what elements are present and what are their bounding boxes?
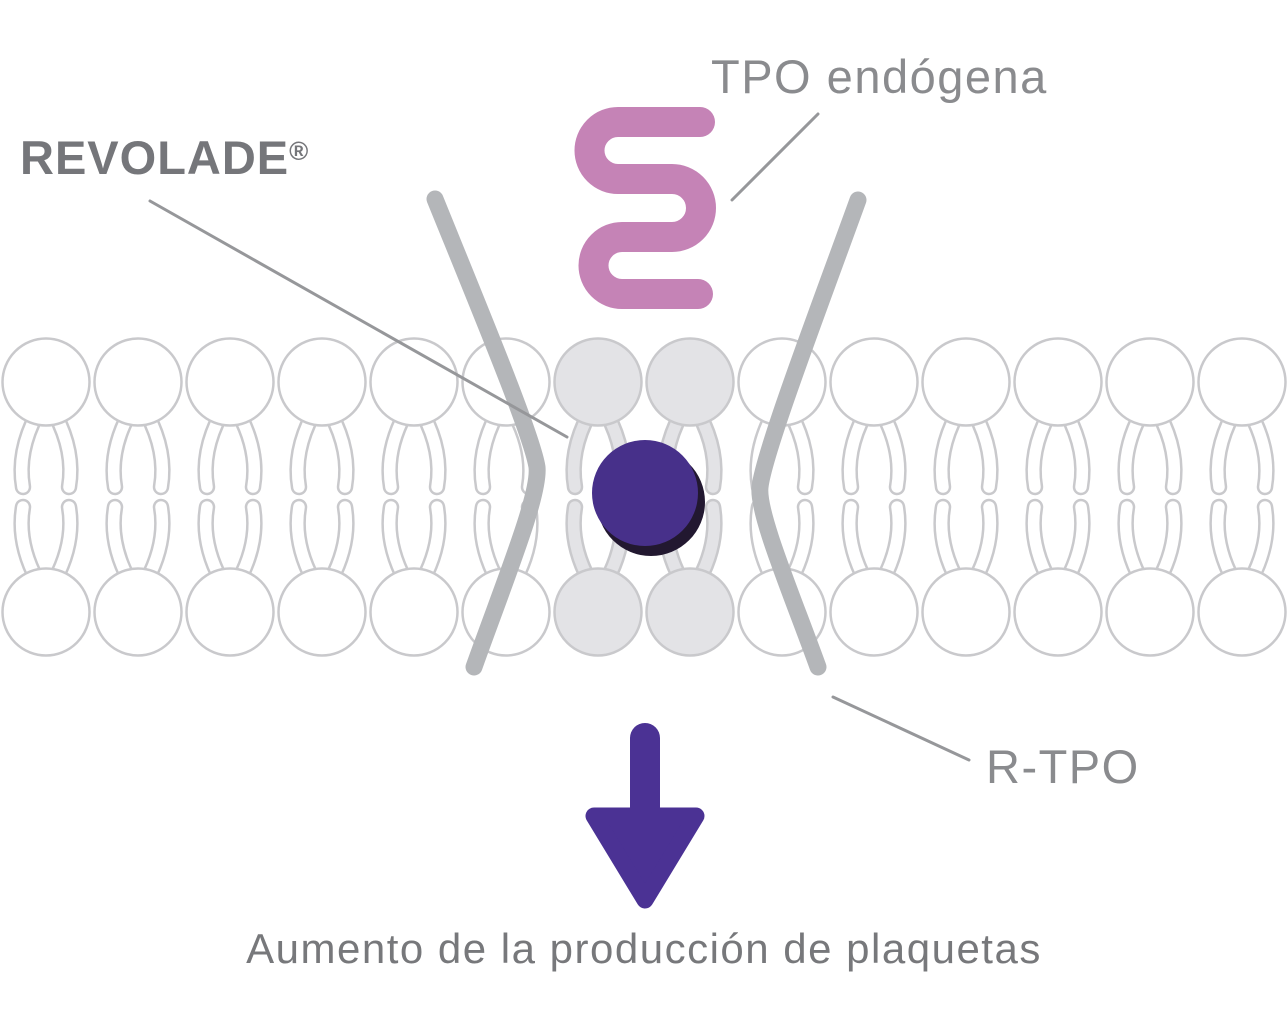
phospholipid	[921, 337, 1011, 496]
revolade-molecule-icon	[592, 440, 698, 546]
revolade-label: REVOLADE®	[20, 134, 309, 181]
phospholipid	[1, 337, 91, 496]
lipid-head	[829, 567, 919, 657]
phospholipid	[93, 337, 183, 496]
arrow-head	[585, 807, 705, 909]
lipid-head	[1013, 337, 1103, 427]
caption-text: Aumento de la producción de plaquetas	[246, 925, 1042, 972]
tpo-leader-line	[730, 112, 820, 202]
lipid-head	[1105, 567, 1195, 657]
lipid-head	[1105, 337, 1195, 427]
drug-name-text: REVOLADE	[20, 131, 290, 184]
lipid-head	[921, 567, 1011, 657]
phospholipid	[1197, 337, 1287, 496]
phospholipid	[829, 498, 919, 657]
phospholipid	[1013, 337, 1103, 496]
lipid-head	[1197, 567, 1287, 657]
phospholipid-highlighted	[645, 337, 735, 496]
tpo-molecule-icon	[574, 107, 716, 309]
lipid-head	[921, 337, 1011, 427]
lipid-head	[93, 567, 183, 657]
phospholipid	[369, 337, 459, 496]
lipid-head	[369, 567, 459, 657]
lipid-head	[553, 567, 643, 657]
phospholipid	[1197, 498, 1287, 657]
phospholipid	[1, 498, 91, 657]
lipid-head	[1, 567, 91, 657]
platelet-increase-arrow	[585, 723, 705, 909]
lipid-head	[645, 567, 735, 657]
lipid-head	[829, 337, 919, 427]
lipid-head	[1197, 337, 1287, 427]
lipid-head	[553, 337, 643, 427]
phospholipid	[277, 498, 367, 657]
revolade-leader-line	[148, 199, 569, 439]
lipid-head	[1, 337, 91, 427]
phospholipid	[1105, 498, 1195, 657]
lipid-head	[277, 337, 367, 427]
lipid-bilayer	[1, 337, 1287, 657]
lipid-head	[369, 337, 459, 427]
phospholipid	[829, 337, 919, 496]
phospholipid	[93, 498, 183, 657]
phospholipid	[1013, 498, 1103, 657]
lipid-head	[277, 567, 367, 657]
phospholipid	[277, 337, 367, 496]
phospholipid	[921, 498, 1011, 657]
phospholipid	[185, 498, 275, 657]
lipid-head	[1013, 567, 1103, 657]
rtpo-leader-line	[831, 695, 971, 762]
tpo-receptor-label: R-TPO	[986, 740, 1140, 793]
registered-trademark: ®	[289, 136, 310, 166]
tpo-receptor-left-arm	[426, 190, 546, 676]
tpo-receptor-right-arm	[751, 191, 867, 676]
phospholipid	[1105, 337, 1195, 496]
revolade-molecule	[592, 440, 705, 556]
lipid-head	[645, 337, 735, 427]
endogenous-tpo-label: TPO endógena	[711, 50, 1048, 103]
phospholipid	[185, 337, 275, 496]
lipid-head	[185, 567, 275, 657]
lipid-head	[93, 337, 183, 427]
phospholipid	[369, 498, 459, 657]
lipid-head	[185, 337, 275, 427]
